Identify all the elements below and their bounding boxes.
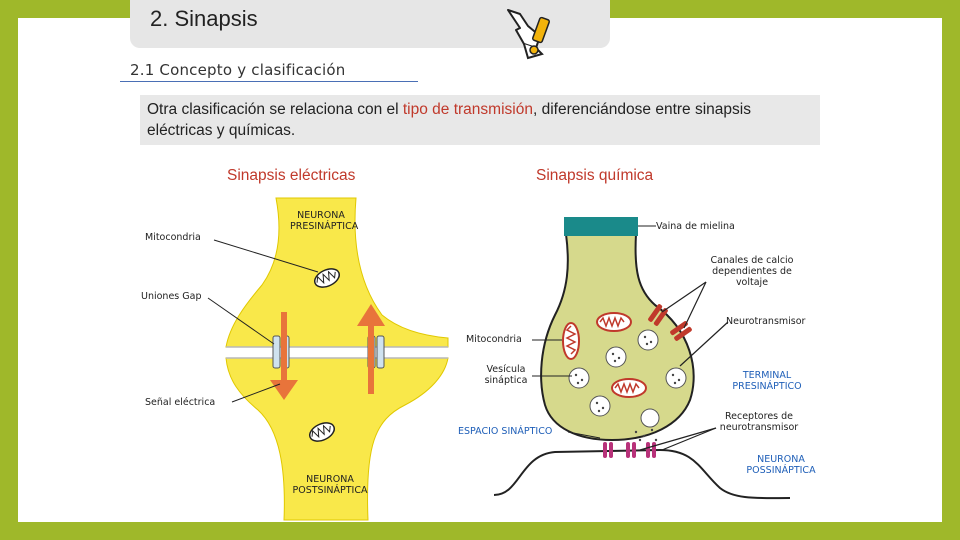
label-myelin-sheath: Vaina de mielina (656, 221, 735, 232)
label-calcium-channels: Canales de calcio dependientes de voltaj… (704, 255, 800, 288)
mitochondria-chem-3 (612, 379, 646, 397)
label-synaptic-vesicle: Vesícula sináptica (478, 364, 534, 386)
mitochondria-chem-1 (563, 323, 579, 359)
label-presynaptic-terminal: TERMINAL PRESINÁPTICO (722, 370, 812, 392)
mitochondria-chem-2 (597, 313, 631, 331)
receptors (603, 442, 656, 458)
label-receptors: Receptores de neurotransmisor (712, 411, 806, 433)
myelin-sheath (564, 217, 638, 236)
label-neurotransmitter: Neurotransmisor (726, 316, 805, 327)
label-mitochondria-chemical: Mitocondria (466, 334, 522, 345)
label-postsynaptic-neuron-chem: NEURONA POSSINÁPTICA (734, 454, 828, 476)
label-synaptic-cleft: ESPACIO SINÁPTICO (458, 426, 552, 437)
